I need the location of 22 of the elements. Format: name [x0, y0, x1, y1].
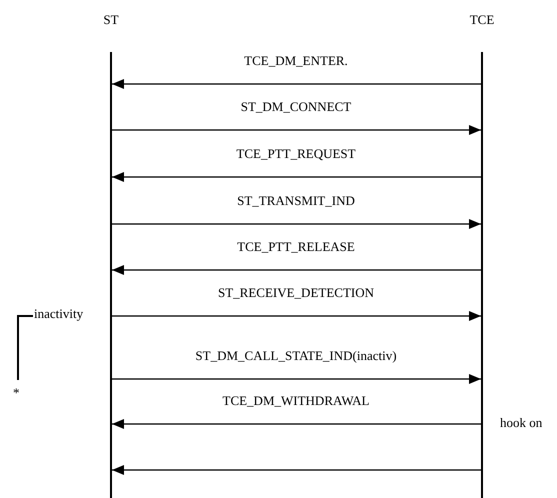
message-label: ST_TRANSMIT_IND	[235, 193, 357, 208]
note-text: inactivity	[34, 306, 84, 322]
participant-name: ST	[102, 12, 120, 28]
message-label: TCE_PTT_REQUEST	[234, 146, 358, 161]
footnote-mark: *	[13, 385, 20, 401]
message-arrow	[112, 374, 481, 384]
message-arrow	[112, 465, 481, 475]
message-arrow	[112, 265, 481, 275]
message-label: TCE_DM_WITHDRAWAL	[220, 393, 372, 408]
message-label: ST_DM_CALL_STATE_IND(inactiv)	[193, 348, 399, 363]
message-arrow	[112, 125, 481, 135]
message-arrow	[112, 311, 481, 321]
message-label: ST_RECEIVE_DETECTION	[216, 285, 376, 300]
message-arrow	[112, 172, 481, 182]
message-label: ST_DM_CONNECT	[238, 99, 354, 114]
participant-name: TCE	[468, 12, 496, 28]
message-label: TCE_DM_ENTER.	[242, 53, 350, 68]
message-arrow	[112, 219, 481, 229]
message-label: TCE_PTT_RELEASE	[235, 239, 357, 254]
message-arrow	[112, 419, 481, 429]
message-arrow	[112, 79, 481, 89]
note-text: hook on	[500, 415, 542, 431]
